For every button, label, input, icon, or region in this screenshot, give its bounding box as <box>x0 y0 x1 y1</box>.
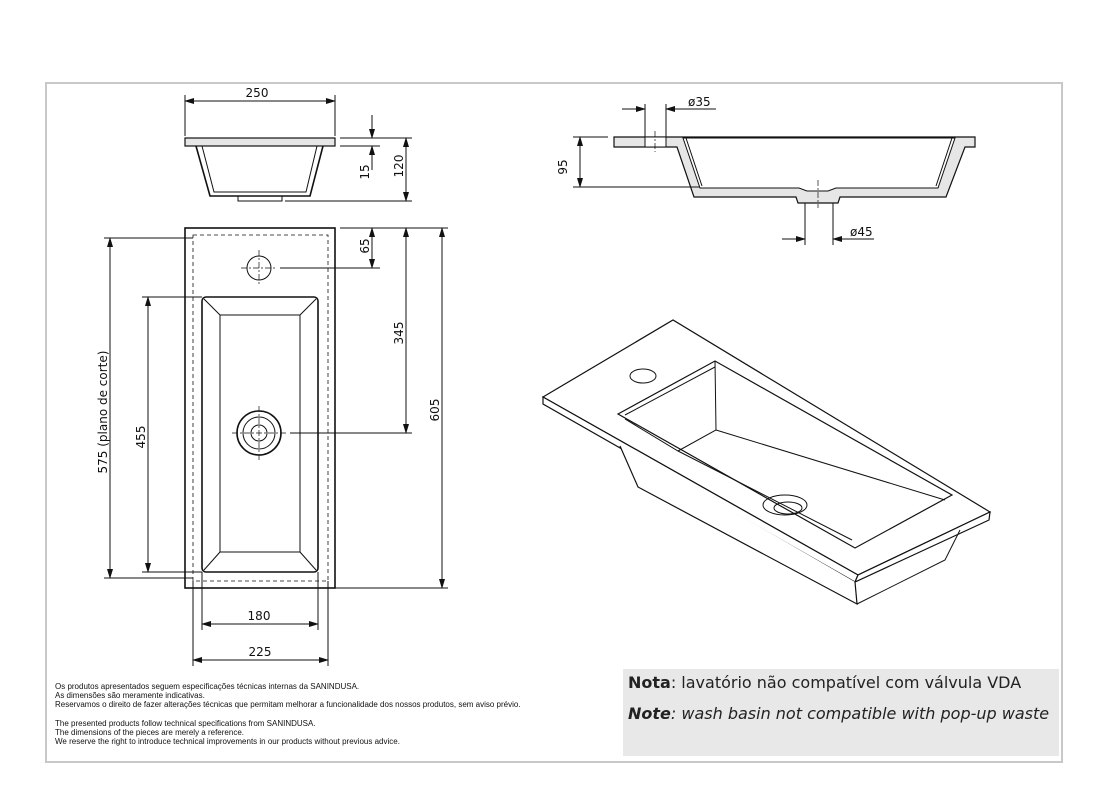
dim-section-height: 95 <box>556 159 570 174</box>
disclaimer-pt-line: As dimensões são meramente indicativas. <box>55 691 205 701</box>
section-view: 95 ø35 ø45 <box>556 95 976 245</box>
plan-view: 65 345 605 575 (plano de corte) 455 180 … <box>96 227 448 666</box>
note-en-label: Note <box>628 704 671 723</box>
disclaimer-pt-line: Os produtos apresentados seguem especifi… <box>55 682 360 691</box>
note-pt-label: Nota <box>628 673 671 692</box>
disclaimer: Os produtos apresentados seguem especifi… <box>55 682 521 746</box>
dim-tap-offset: 65 <box>358 238 372 253</box>
compatibility-note: Nota: lavatório não compatível com válvu… <box>623 669 1059 756</box>
dim-cut-length: 575 (plano de corte) <box>96 351 110 474</box>
dim-lip-thickness: 15 <box>358 164 372 179</box>
dim-drain-diameter: ø45 <box>850 225 873 239</box>
dim-tap-hole-diameter: ø35 <box>688 95 711 109</box>
front-elevation-view: 250 15 120 <box>184 86 412 202</box>
drawing-frame <box>45 82 1063 763</box>
dim-base-width: 225 <box>249 645 272 659</box>
dim-total-length: 605 <box>428 399 442 422</box>
dim-total-height: 120 <box>392 155 406 178</box>
disclaimer-pt-line: Reservamos o direito de fazer alterações… <box>55 700 521 710</box>
disclaimer-en-line: The dimensions of the pieces are merely … <box>55 727 244 737</box>
disclaimer-en-line: We reserve the right to introduce techni… <box>55 737 400 747</box>
dim-drain-offset: 345 <box>392 322 406 345</box>
note-en-text: : wash basin not compatible with pop-up … <box>670 704 1050 723</box>
dim-bowl-length: 455 <box>134 426 148 449</box>
dim-top-width: 250 <box>246 86 269 100</box>
isometric-view <box>541 319 992 606</box>
disclaimer-en-line: The presented products follow technical … <box>55 718 316 728</box>
dim-bowl-width: 180 <box>248 609 271 623</box>
note-pt-text: : lavatório não compatível com válvula V… <box>670 673 1022 692</box>
